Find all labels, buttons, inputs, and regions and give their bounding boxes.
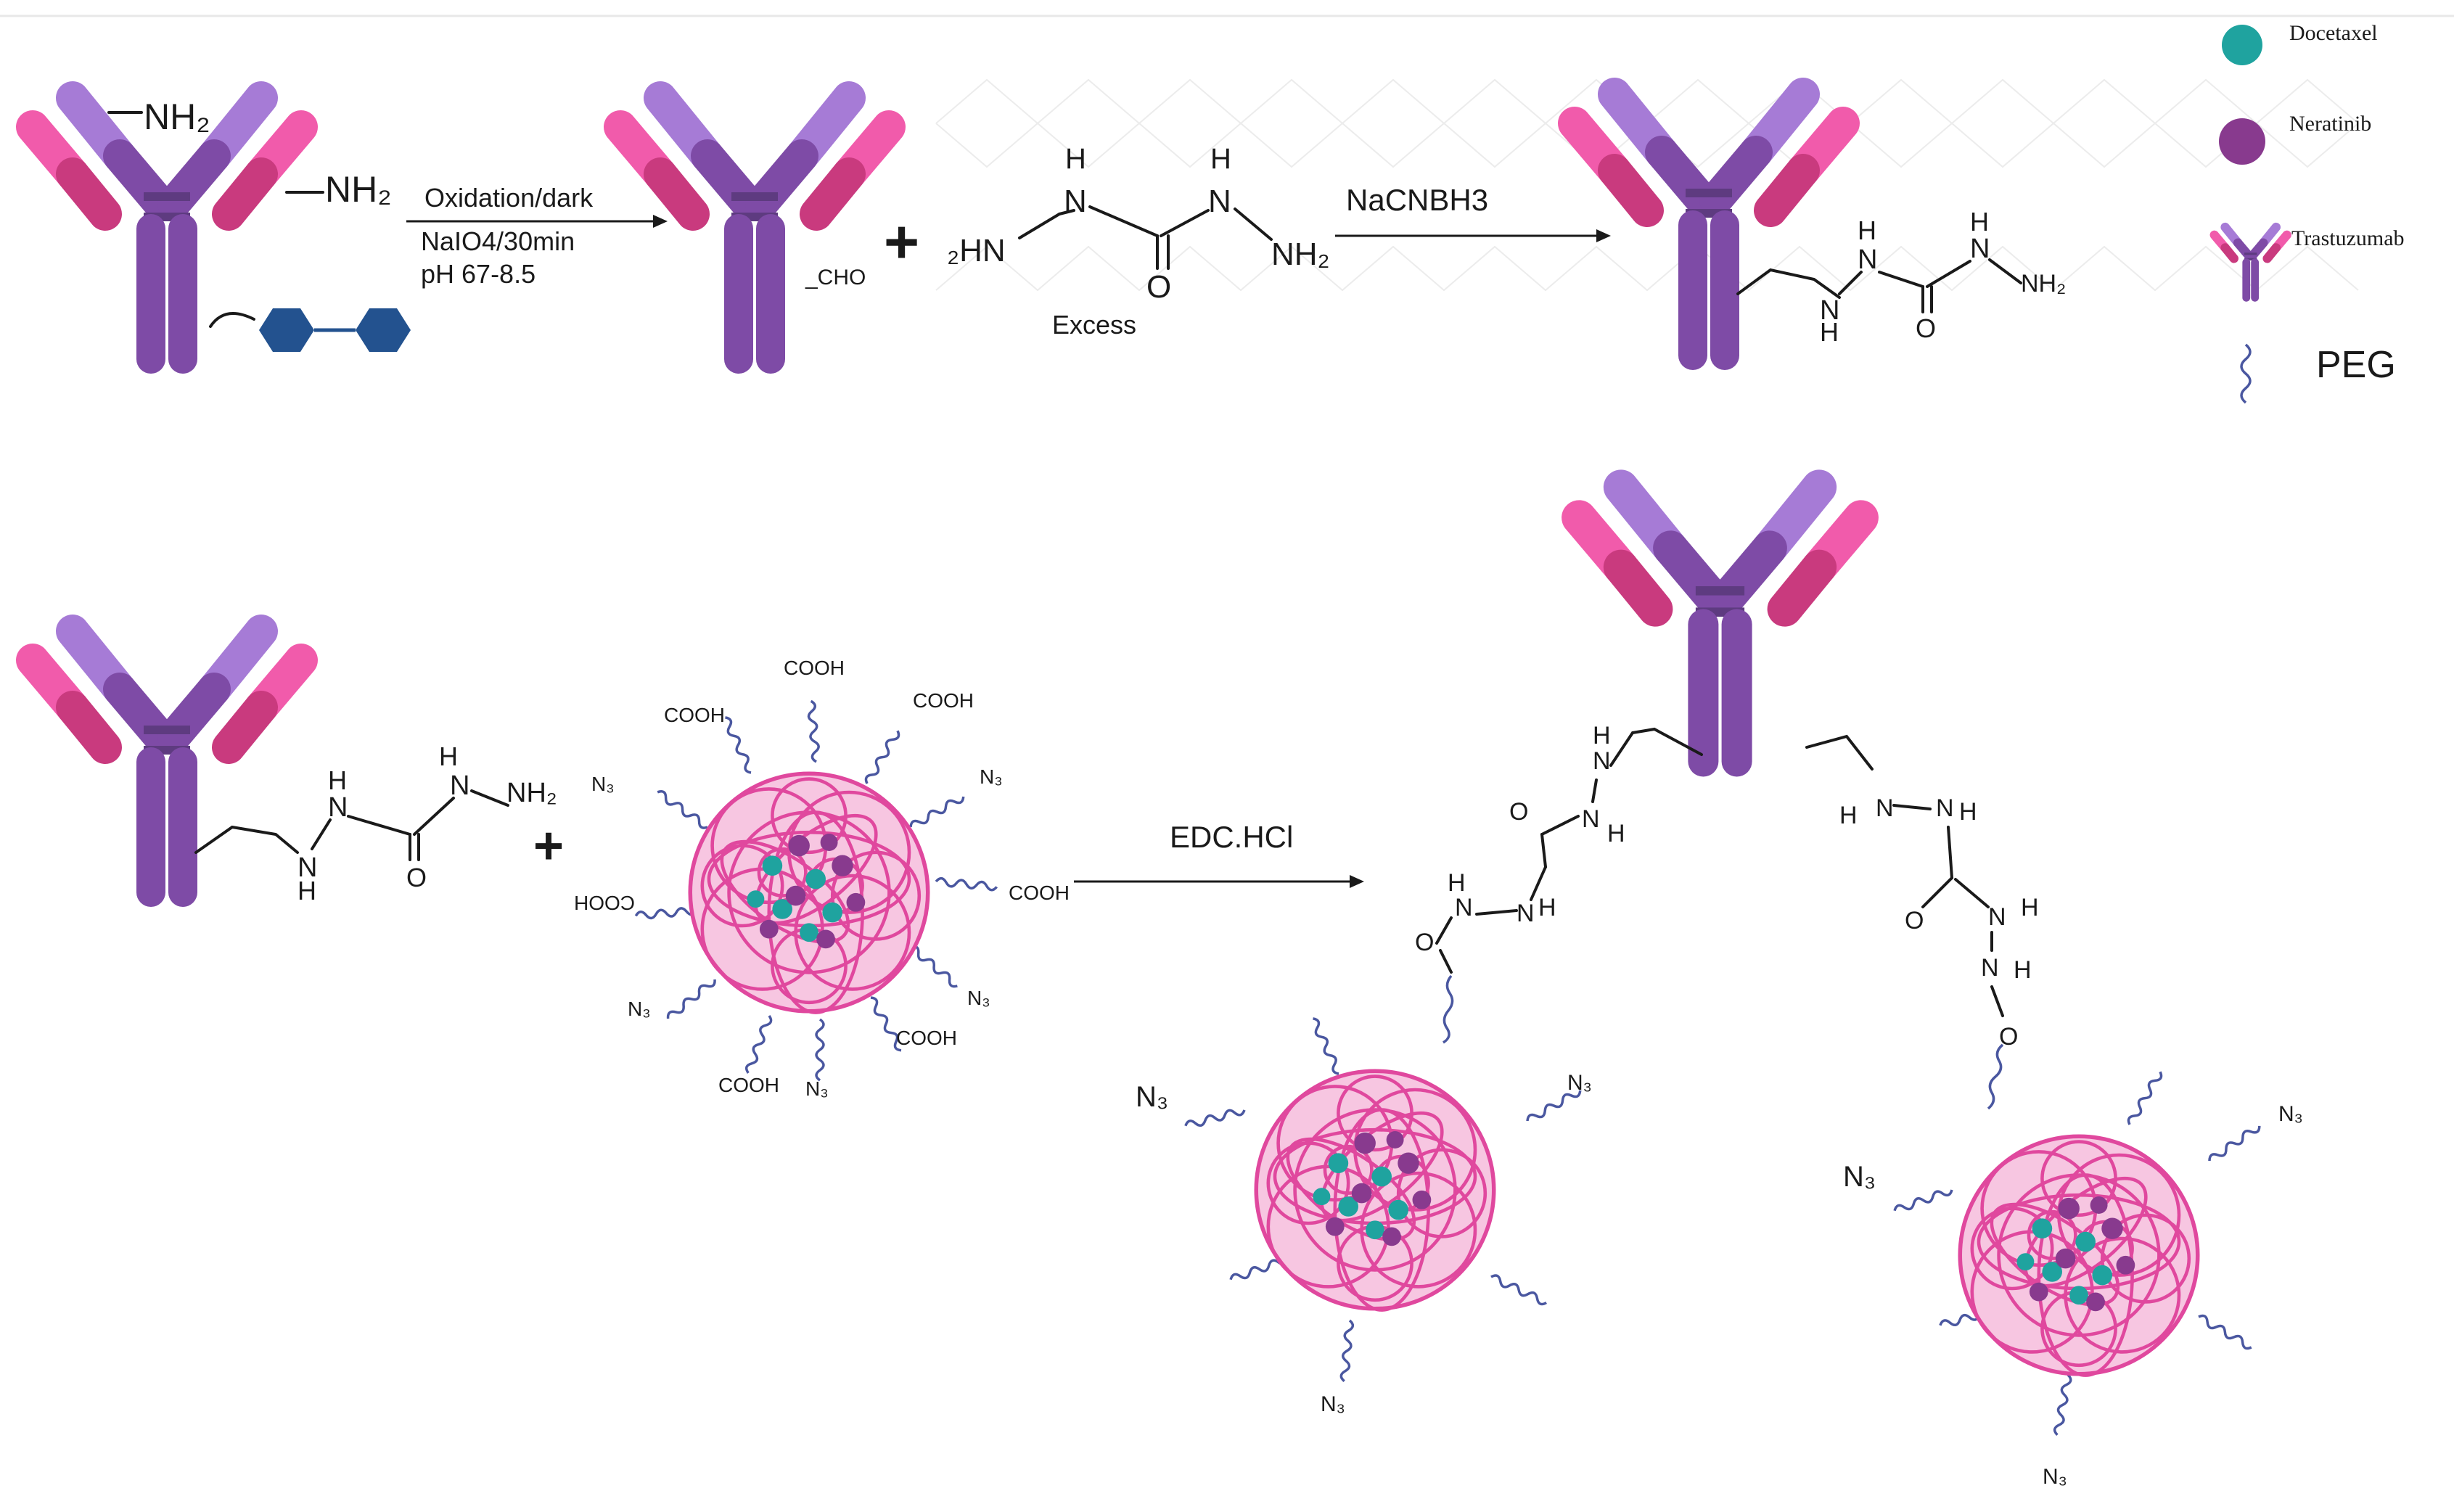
antibody-oxidized [620, 98, 889, 359]
svg-text:N₃: N₃ [1843, 1161, 1876, 1193]
nh2-side-label: NH₂ [325, 169, 392, 210]
svg-text:O: O [1905, 907, 1924, 934]
svg-text:H: H [297, 876, 316, 905]
peg-tether-left [1443, 974, 1454, 1044]
svg-text:COOH: COOH [664, 704, 725, 726]
nh2-top-label: NH₂ [144, 96, 210, 137]
svg-text:H: H [1593, 722, 1611, 749]
svg-text:N₃: N₃ [805, 1077, 829, 1100]
svg-text:N: N [1988, 903, 2006, 931]
linker-right: H N N H O H N N H O [1805, 734, 2039, 1051]
antibody-conjugate [1579, 488, 1861, 762]
legend-trastuzumab: Trastuzumab [2291, 226, 2405, 250]
svg-text:O: O [1509, 798, 1528, 826]
glycan-chain [209, 308, 411, 352]
svg-text:N: N [1936, 794, 1954, 822]
legend: Docetaxel Neratinib Trastuzumab PEG [2215, 21, 2405, 404]
svg-text:COOH: COOH [1009, 882, 1070, 904]
svg-text:H: H [1210, 143, 1231, 175]
svg-text:NH₂: NH₂ [1271, 237, 1330, 272]
svg-text:H: H [1970, 207, 1989, 237]
svg-text:N: N [1517, 900, 1535, 927]
svg-text:O: O [1916, 313, 1936, 343]
condition-ph: pH 67-8.5 [421, 259, 535, 289]
condition-naio4: NaIO4/30min [421, 226, 575, 256]
svg-text:COOH: COOH [896, 1027, 957, 1049]
hydrazide-chain-reactant: H N N H O N H NH₂ [194, 741, 557, 905]
coupling-label: EDC.HCl [1170, 820, 1293, 854]
svg-text:N: N [1876, 794, 1894, 822]
hydrazide-chain-product: H N N H O N H NH₂ [1736, 207, 2066, 347]
cho-label: _CHO [805, 266, 866, 289]
legend-neratinib: Neratinib [2289, 112, 2371, 136]
svg-text:H: H [439, 741, 458, 771]
svg-text:NH₂: NH₂ [506, 778, 557, 808]
svg-text:N₃: N₃ [1136, 1081, 1168, 1113]
svg-text:H: H [1448, 869, 1466, 897]
condition-oxidation: Oxidation/dark [424, 183, 594, 213]
svg-text:N: N [297, 852, 317, 883]
legend-peg: PEG [2316, 344, 2396, 386]
svg-text:N: N [1981, 954, 1999, 982]
svg-text:COOH: COOH [574, 892, 635, 914]
plus-sign-2: + [533, 817, 564, 875]
svg-text:NH₂: NH₂ [2021, 270, 2066, 297]
svg-text:N: N [328, 792, 348, 823]
svg-text:COOH: COOH [784, 657, 845, 679]
svg-text:N: N [1208, 184, 1231, 219]
svg-text:N₃: N₃ [980, 765, 1003, 788]
svg-text:N: N [1820, 295, 1839, 326]
svg-text:O: O [406, 863, 427, 892]
svg-text:H: H [1839, 802, 1858, 829]
reducer-label: NaCNBH3 [1346, 183, 1488, 217]
svg-text:N: N [1582, 805, 1600, 833]
antibody-hydrazide-reactant [33, 631, 301, 892]
svg-text:COOH: COOH [718, 1074, 779, 1096]
legend-docetaxel: Docetaxel [2289, 21, 2378, 45]
svg-text:H: H [1065, 143, 1086, 175]
svg-text:H: H [1607, 820, 1625, 847]
linker-left: N H N H O N H N H O [1415, 722, 1703, 974]
antibody-native [33, 98, 301, 359]
svg-text:O: O [1146, 269, 1171, 305]
svg-text:₂HN: ₂HN [947, 233, 1006, 268]
svg-text:N₃: N₃ [628, 998, 651, 1020]
svg-text:N: N [1593, 747, 1611, 775]
svg-text:H: H [2021, 894, 2039, 921]
svg-text:H: H [2014, 956, 2032, 984]
svg-text:N: N [450, 771, 469, 801]
neratinib-swatch [2219, 118, 2265, 165]
svg-text:H: H [1858, 215, 1876, 245]
svg-text:O: O [1415, 929, 1434, 956]
antibody-hydrazide-product [1575, 94, 1843, 356]
svg-text:N: N [1858, 245, 1877, 275]
plus-sign-1: + [884, 208, 919, 276]
peg-tether-right [1987, 1043, 2004, 1110]
svg-text:N: N [1064, 184, 1087, 219]
svg-text:N₃: N₃ [591, 773, 615, 795]
carbohydrazide-reagent: ₂HN H N O H N NH₂ Excess [947, 143, 1330, 340]
nanoparticle-conjugate-left: N₃ N₃ N₃ [1136, 1016, 1592, 1416]
svg-text:H: H [328, 765, 347, 795]
svg-text:N: N [1455, 894, 1473, 921]
nanoparticle-conjugate-right: N₃ N₃ N₃ [1843, 1069, 2303, 1489]
svg-text:N₃: N₃ [967, 987, 990, 1009]
svg-text:N₃: N₃ [1321, 1392, 1345, 1416]
svg-text:H: H [1959, 798, 1977, 826]
svg-text:COOH: COOH [913, 689, 974, 712]
svg-text:N: N [1970, 234, 1990, 264]
peg-swatch [2240, 343, 2252, 404]
svg-text:N₃: N₃ [2043, 1465, 2067, 1489]
svg-text:H: H [1820, 317, 1839, 347]
docetaxel-swatch [2222, 25, 2262, 65]
svg-text:H: H [1538, 894, 1556, 921]
svg-text:N₃: N₃ [1567, 1071, 1592, 1095]
nanoparticle-reactant: COOH COOH COOH COOH COOH COOH COOH N₃ N₃… [574, 657, 1070, 1100]
svg-text:N₃: N₃ [2278, 1102, 2303, 1126]
excess-label: Excess [1052, 310, 1136, 340]
